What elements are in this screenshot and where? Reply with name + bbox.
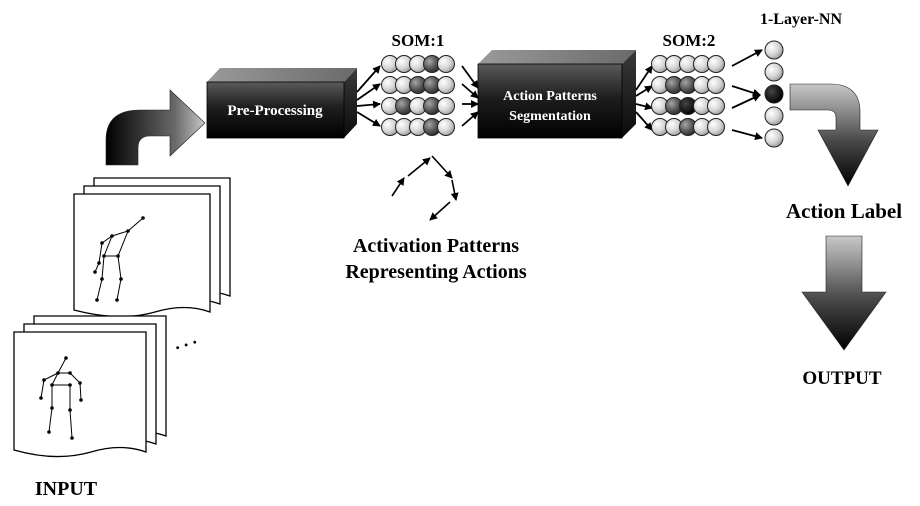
nn-output-neuron xyxy=(764,40,784,60)
activation-label-line1: Activation Patterns xyxy=(353,235,519,257)
nn-output-layer xyxy=(764,40,784,148)
som1-neuron xyxy=(437,76,455,94)
som2-neuron xyxy=(707,76,725,94)
som1-neuron xyxy=(437,97,455,115)
som1-label: SOM:1 xyxy=(392,31,445,50)
action-patterns-segmentation-box: Action Patterns Segmentation xyxy=(477,50,636,139)
som1-neuron xyxy=(437,55,455,73)
input-frames-top xyxy=(73,177,231,318)
input-frames-bottom xyxy=(13,315,167,458)
down-arrow-output-icon xyxy=(801,235,887,351)
som1-neuron xyxy=(437,118,455,136)
pre-processing-box: Pre-Processing xyxy=(206,68,357,139)
nn-output-neuron xyxy=(764,84,784,104)
arrows-to-som2 xyxy=(635,65,653,131)
nn-output-neuron xyxy=(764,106,784,126)
skeleton-joints-top xyxy=(93,216,145,302)
nn-output-neuron xyxy=(764,128,784,148)
arrows-to-segmentation xyxy=(461,65,479,127)
som2-neuron xyxy=(707,97,725,115)
nn-label: 1-Layer-NN xyxy=(760,11,842,28)
action-label-text: Action Label xyxy=(786,199,902,223)
som2-neuron xyxy=(707,118,725,136)
skeleton-joints-bottom xyxy=(39,356,83,440)
arrows-to-nn xyxy=(731,49,763,141)
activation-trajectory-arrows xyxy=(391,155,459,221)
segmentation-label-line2: Segmentation xyxy=(509,109,591,124)
curved-arrow-output-icon xyxy=(789,83,879,187)
arrows-to-som1 xyxy=(356,65,381,127)
segmentation-label-line1: Action Patterns xyxy=(503,89,597,104)
som2-neuron xyxy=(707,55,725,73)
pre-processing-label: Pre-Processing xyxy=(227,103,323,119)
output-label: OUTPUT xyxy=(802,368,882,389)
activation-label-line2: Representing Actions xyxy=(345,261,527,283)
som2-grid xyxy=(651,55,725,136)
som2-label: SOM:2 xyxy=(663,31,716,50)
nn-output-neuron xyxy=(764,62,784,82)
input-label: INPUT xyxy=(35,478,98,500)
som1-grid xyxy=(381,55,455,136)
ellipsis-more-frames: . . . xyxy=(171,327,199,353)
curved-arrow-input-icon xyxy=(105,89,206,166)
